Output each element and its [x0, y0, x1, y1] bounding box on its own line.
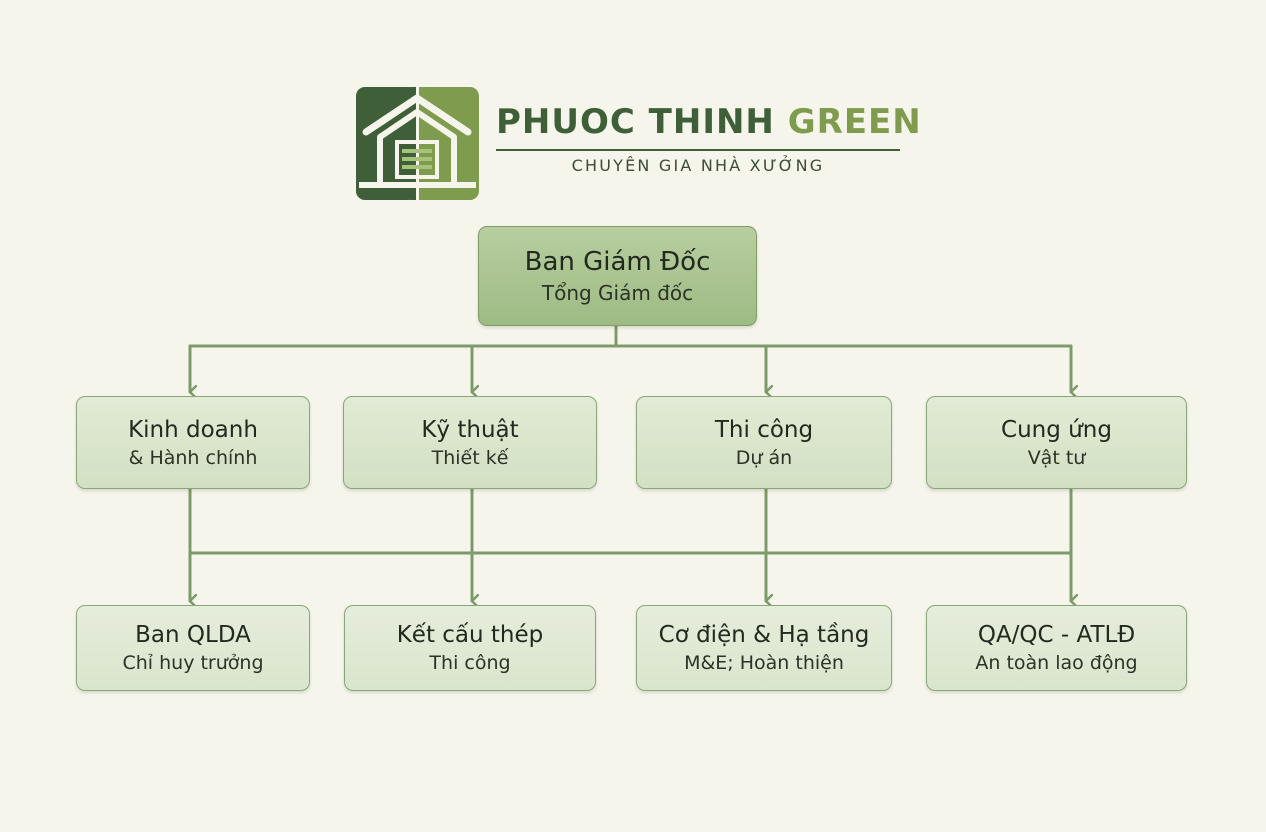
node-ket-cau-thep: Kết cấu thép Thi công	[344, 605, 596, 691]
node-subtitle: Thiết kế	[431, 446, 509, 469]
node-subtitle: Vật tư	[1027, 446, 1086, 469]
node-subtitle: An toàn lao động	[975, 652, 1138, 674]
node-title: Kinh doanh	[128, 416, 258, 443]
brand-name-part2: GREEN	[787, 102, 922, 142]
node-title: Cung ứng	[1001, 416, 1112, 443]
node-title: Kết cấu thép	[396, 622, 544, 648]
brand-divider	[496, 149, 900, 151]
node-title: Cơ điện & Hạ tầng	[658, 622, 870, 648]
node-subtitle: & Hành chính	[128, 446, 258, 469]
node-kinh-doanh: Kinh doanh & Hành chính	[76, 396, 310, 489]
node-co-dien-ha-tang: Cơ điện & Hạ tầng M&E; Hoàn thiện	[636, 605, 892, 691]
node-subtitle: Thi công	[429, 652, 511, 674]
node-ban-qlda: Ban QLDA Chỉ huy trưởng	[76, 605, 310, 691]
node-ban-giam-doc: Ban Giám Đốc Tổng Giám đốc	[478, 226, 757, 326]
node-subtitle: Tổng Giám đốc	[541, 281, 694, 305]
node-title: Ban Giám Đốc	[524, 247, 711, 277]
node-title: Thi công	[714, 416, 814, 443]
node-title: QA/QC - ATLĐ	[977, 622, 1136, 648]
node-qa-qc: QA/QC - ATLĐ An toàn lao động	[926, 605, 1187, 691]
brand-tagline: CHUYÊN GIA NHÀ XƯỞNG	[571, 156, 825, 175]
node-subtitle: M&E; Hoàn thiện	[684, 652, 844, 674]
node-subtitle: Dự án	[735, 446, 793, 469]
node-cung-ung: Cung ứng Vật tư	[926, 396, 1187, 489]
brand-name-part1: PHUOC THINH	[496, 102, 775, 142]
node-title: Kỹ thuật	[421, 416, 519, 443]
node-subtitle: Chỉ huy trưởng	[122, 652, 264, 674]
node-title: Ban QLDA	[135, 622, 251, 648]
brand-name: PHUOC THINH GREEN	[496, 100, 921, 144]
node-thi-cong: Thi công Dự án	[636, 396, 892, 489]
factory-logo-icon	[356, 87, 479, 200]
node-ky-thuat: Kỹ thuật Thiết kế	[343, 396, 597, 489]
